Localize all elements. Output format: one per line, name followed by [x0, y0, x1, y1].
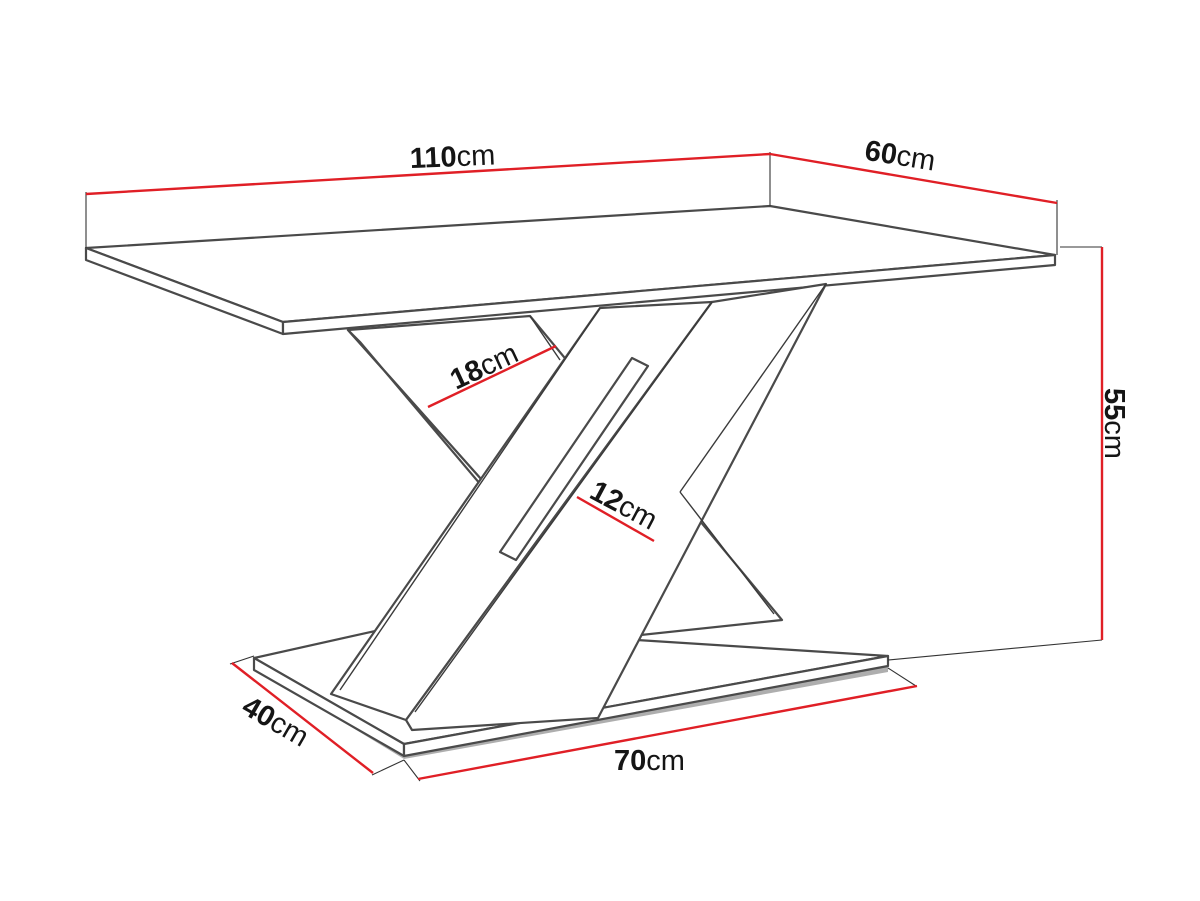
- label-base-depth: 40cm: [237, 690, 314, 753]
- label-top-depth: 60cm: [862, 135, 937, 178]
- dim-line-leg-thickness: [576, 495, 655, 543]
- leg-inner-line-2: [414, 301, 713, 713]
- dim-line-base-length: [417, 684, 918, 781]
- dim-line-leg-width: [427, 344, 557, 409]
- leg-inset-slot: [498, 356, 650, 562]
- ext-line-base-front: [371, 759, 405, 776]
- ext-line-height-bottom: [887, 639, 1103, 661]
- dim-line-base-depth: [231, 662, 374, 774]
- leg-inner-line-5: [529, 315, 561, 361]
- leg-inner-line-3: [679, 283, 827, 493]
- dimension-lines: [85, 152, 1104, 782]
- leg-inner-line-4: [679, 491, 775, 615]
- leg-inner-line-1: [339, 307, 601, 691]
- label-height: 55cm: [1098, 388, 1130, 459]
- table-top-side-edge: [281, 253, 1057, 336]
- dim-line-top-length: [85, 152, 771, 196]
- ext-line-base-left: [229, 655, 255, 665]
- dim-line-top-depth: [769, 152, 1058, 205]
- label-top-length: 110cm: [409, 139, 496, 175]
- ext-line-base-right: [887, 667, 917, 687]
- label-base-length: 70cm: [614, 745, 685, 777]
- x-pedestal: [329, 282, 828, 732]
- base-plate-side-edge: [402, 654, 890, 758]
- table-top: [84, 204, 1057, 336]
- ext-line-base-front-2: [403, 759, 421, 782]
